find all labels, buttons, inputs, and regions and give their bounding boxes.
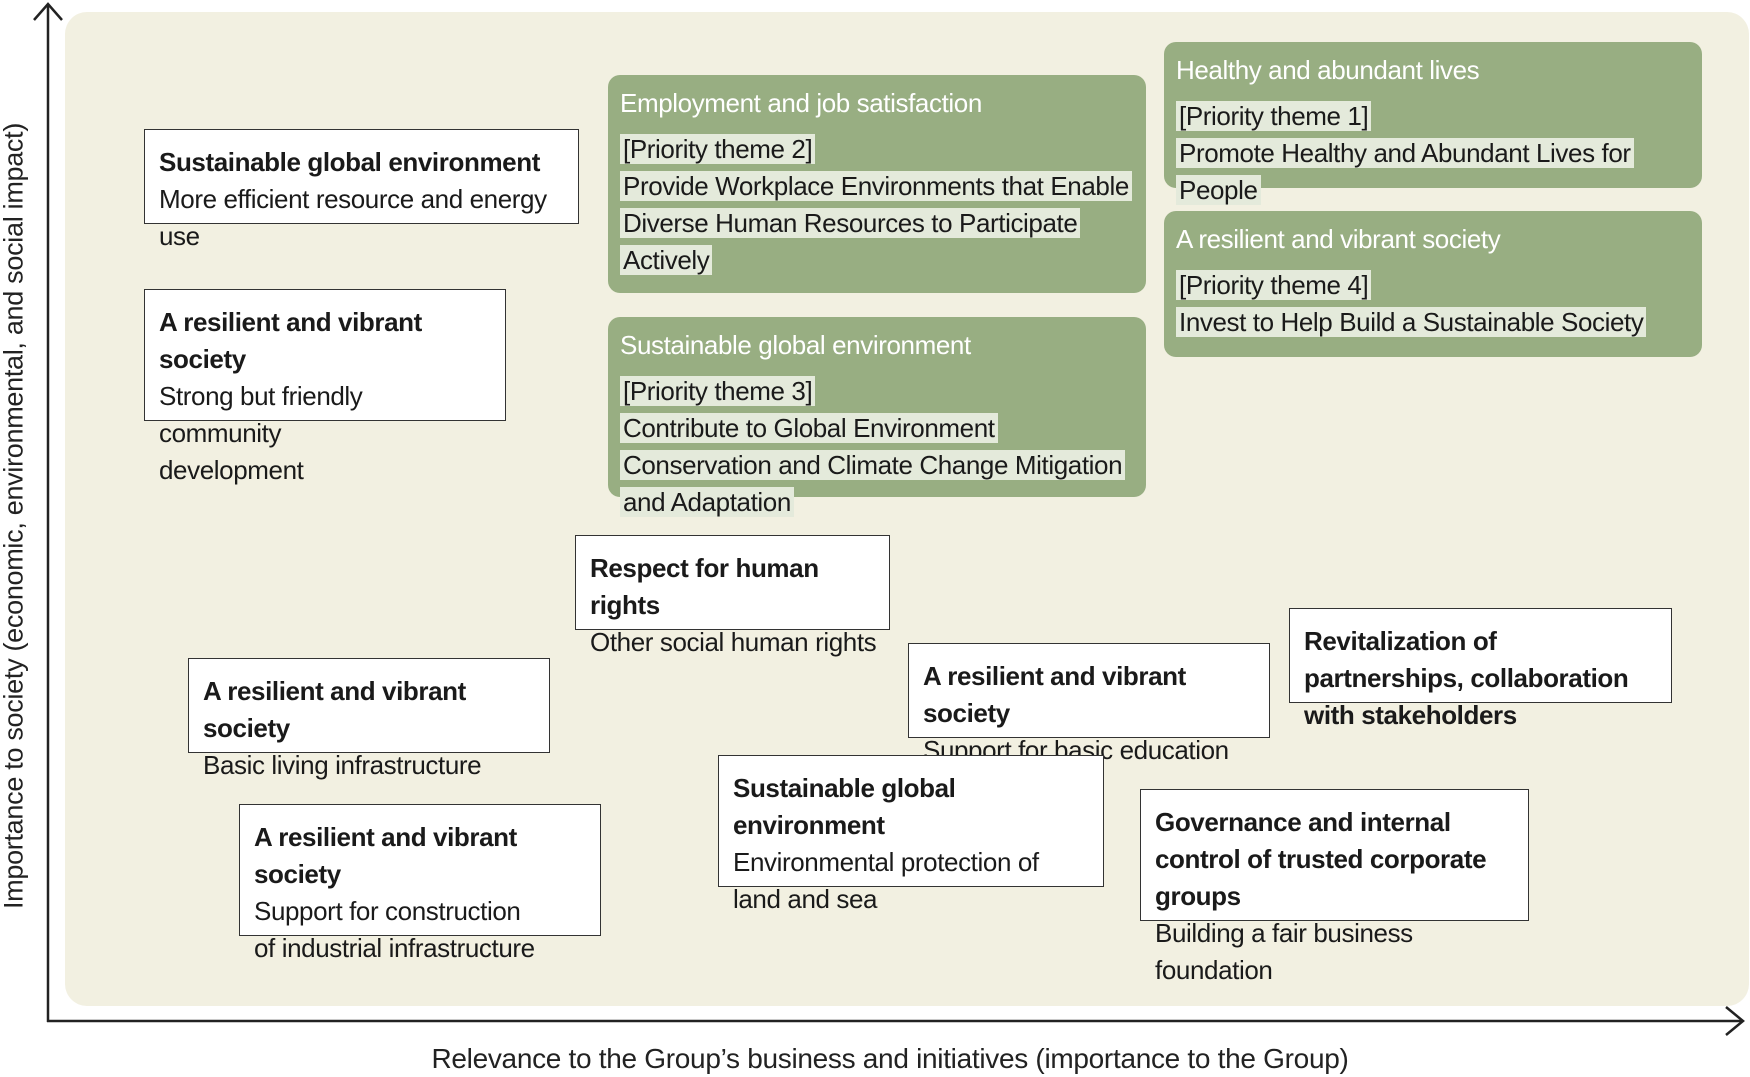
issue-subtitle: Support for construction of industrial i…	[254, 896, 535, 963]
issue-box-resource-energy: Sustainable global environment More effi…	[144, 129, 579, 251]
priority-group-label: A resilient and vibrant society	[1176, 224, 1501, 254]
issue-subtitle: More efficient resource and energy use	[159, 184, 547, 251]
issue-box-land-sea: Sustainable global environment Environme…	[718, 755, 1104, 914]
priority-theme-2-box: Employment and job satisfaction [Priorit…	[608, 75, 1146, 293]
issue-title: Governance and internal control of trust…	[1155, 807, 1487, 911]
y-axis-arrowhead	[33, 2, 63, 21]
priority-theme-1-box: Healthy and abundant lives [Priority the…	[1164, 42, 1702, 205]
issue-title: A resilient and vibrant society	[203, 676, 466, 743]
issue-subtitle: Other social human rights	[590, 627, 877, 657]
issue-box-human-rights: Respect for human rights Other social hu…	[575, 535, 890, 657]
issue-subtitle: Basic living infrastructure	[203, 750, 482, 780]
issue-title: A resilient and vibrant society	[159, 307, 422, 374]
issue-subtitle: Building a fair business foundation	[1155, 918, 1413, 985]
issue-box-basic-education: A resilient and vibrant society Support …	[908, 643, 1270, 765]
priority-theme-title: Provide Workplace Environments that Enab…	[620, 171, 1132, 275]
issue-box-community-development: A resilient and vibrant society Strong b…	[144, 289, 506, 485]
priority-group-label: Employment and job satisfaction	[620, 88, 982, 118]
priority-theme-3-box: Sustainable global environment [Priority…	[608, 317, 1146, 517]
priority-group-label: Healthy and abundant lives	[1176, 55, 1480, 85]
issue-title: Sustainable global environment	[733, 773, 956, 840]
issue-box-governance: Governance and internal control of trust…	[1140, 789, 1529, 985]
issue-box-living-infrastructure: A resilient and vibrant society Basic li…	[188, 658, 550, 780]
issue-title: Revitalization of partnerships, collabor…	[1304, 626, 1629, 730]
priority-theme-number: [Priority theme 3]	[620, 376, 816, 406]
priority-theme-title: Invest to Help Build a Sustainable Socie…	[1176, 307, 1647, 337]
priority-theme-number: [Priority theme 1]	[1176, 101, 1372, 131]
issue-title: Respect for human rights	[590, 553, 819, 620]
priority-theme-number: [Priority theme 4]	[1176, 270, 1372, 300]
priority-group-label: Sustainable global environment	[620, 330, 971, 360]
issue-title: A resilient and vibrant society	[254, 822, 517, 889]
priority-theme-title: Contribute to Global Environment Conserv…	[620, 413, 1126, 517]
x-axis-label: Relevance to the Group’s business and in…	[431, 1043, 1349, 1074]
issue-box-industrial-infrastructure: A resilient and vibrant society Support …	[239, 804, 601, 963]
priority-theme-title: Promote Healthy and Abundant Lives for P…	[1176, 138, 1634, 205]
issue-title: Sustainable global environment	[159, 147, 540, 177]
issue-box-partnerships: Revitalization of partnerships, collabor…	[1289, 608, 1672, 730]
issue-subtitle: Strong but friendly community developmen…	[159, 381, 363, 485]
priority-theme-number: [Priority theme 2]	[620, 134, 816, 164]
issue-subtitle: Environmental protection of land and sea	[733, 847, 1039, 914]
x-axis-arrowhead	[1725, 1006, 1745, 1036]
priority-theme-4-box: A resilient and vibrant society [Priorit…	[1164, 211, 1702, 357]
issue-title: A resilient and vibrant society	[923, 661, 1186, 728]
